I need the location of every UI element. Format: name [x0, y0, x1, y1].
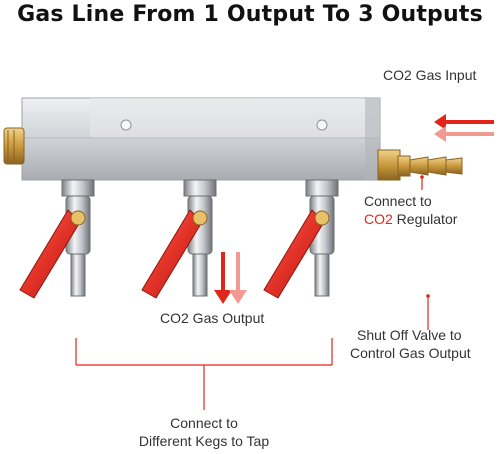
arrow-left-icon: [434, 114, 494, 142]
co2-highlight: CO2: [364, 211, 393, 227]
shutoff-valve-middle: [141, 179, 217, 299]
shutoff-valve-label-line2: Control Gas Output: [350, 345, 471, 361]
regulator-callout-line: [420, 175, 424, 190]
shutoff-valve-label-line1: Shut Off Valve to: [357, 327, 462, 343]
shutoff-callout-line: [426, 294, 430, 330]
page-title: Gas Line From 1 Output To 3 Outputs: [17, 2, 483, 27]
connect-regulator-label-line1: Connect to: [364, 193, 432, 209]
co2-input-label: CO2 Gas Input: [383, 67, 477, 83]
regulator-text: Regulator: [392, 211, 458, 227]
manifold-body: [21, 97, 381, 181]
co2-output-label: CO2 Gas Output: [160, 310, 265, 326]
brass-end-cap: [3, 127, 25, 165]
kegs-label-line2: Different Kegs to Tap: [138, 433, 270, 449]
arrow-down-icon: [214, 252, 247, 304]
shutoff-valve-right: [263, 179, 339, 299]
brass-barb-inlet: [377, 149, 463, 181]
outputs-bracket: [75, 338, 333, 410]
shutoff-valve-left: [19, 179, 95, 299]
connect-regulator-label-line2: CO2 Regulator: [364, 210, 457, 228]
kegs-label-line1: Connect to: [170, 415, 238, 431]
shutoff-valves: [19, 179, 339, 299]
